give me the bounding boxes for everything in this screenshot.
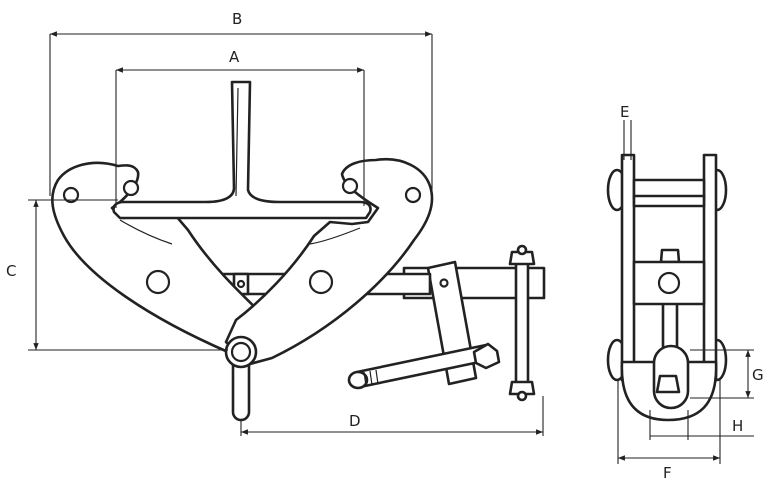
dimension-label-g: G [752,366,764,384]
dimension-label-a: A [229,48,240,66]
front-view [51,80,546,422]
side-view [606,153,728,422]
dimension-label-b: B [232,10,242,28]
dimension-label-d: D [349,412,361,430]
dimension-lines [28,31,754,464]
jaw-hole [404,186,422,204]
right-jaw [224,157,434,366]
dimension-label-c: C [6,262,16,280]
jaw-hole [341,177,359,195]
dimension-label-e: E [620,103,629,121]
jaw-hole [145,269,171,295]
dimension-label-h: H [732,417,743,435]
beam [112,80,372,220]
dimension-label-f: F [663,464,672,482]
jaw-hole [308,269,334,295]
screw-assembly [347,244,546,402]
jaw-hole [62,186,80,204]
jaw-hole [122,179,140,197]
